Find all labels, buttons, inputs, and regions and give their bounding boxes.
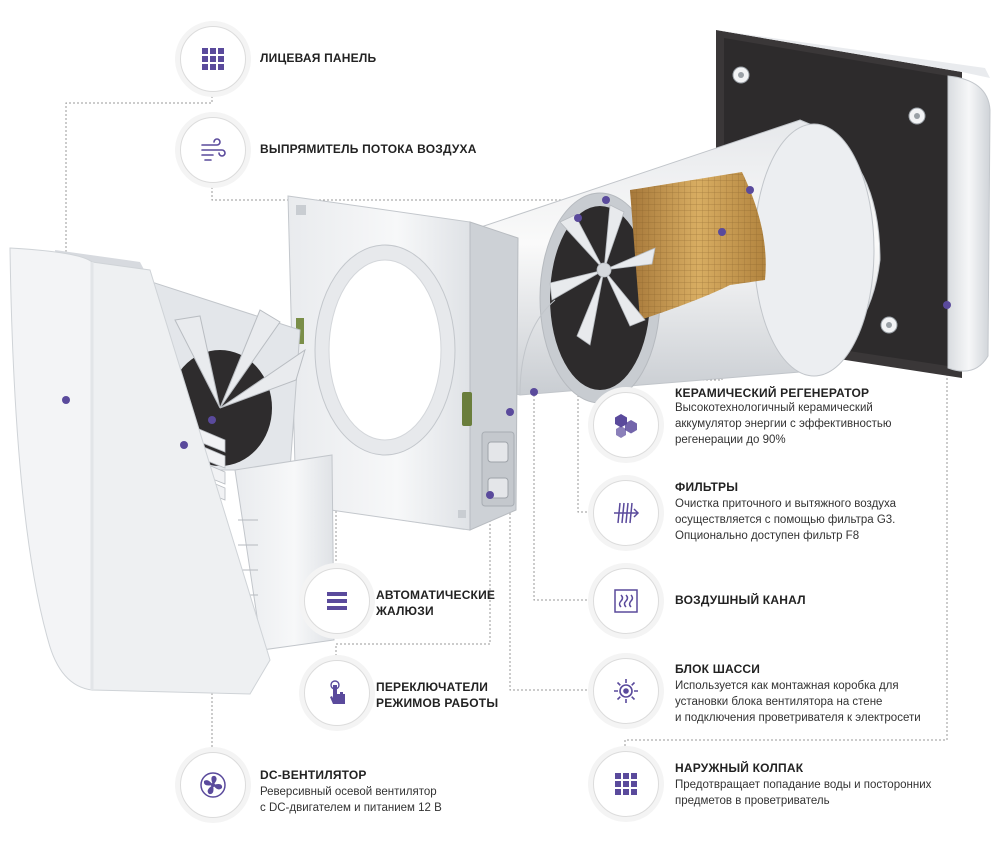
callout-title-line2: ЖАЛЮЗИ	[376, 604, 434, 618]
badge-auto-shutters	[304, 568, 370, 634]
leader-filters	[577, 203, 595, 513]
marker-auto-shutters	[180, 441, 188, 449]
badge-ceramic-regenerator	[593, 392, 659, 458]
callout-desc-line: предметов в проветриватель	[675, 795, 830, 807]
badge-chassis	[593, 658, 659, 724]
badge-mode-switches	[304, 660, 370, 726]
callout-desc-line: и подключения проветривателя к электросе…	[675, 712, 921, 724]
badge-flow-straightener	[180, 117, 246, 183]
fan-icon	[200, 772, 226, 798]
badge-filters	[593, 480, 659, 546]
inner-fan-blades	[549, 204, 656, 346]
callout-desc-line: Реверсивный осевой вентилятор	[260, 786, 437, 798]
marker-face-panel	[62, 396, 70, 404]
filter-icon	[614, 502, 640, 524]
badge-dc-fan	[180, 752, 246, 818]
callout-desc-line: Опционально доступен фильтр F8	[675, 530, 860, 542]
grid-icon	[615, 773, 637, 795]
callout-title: БЛОК ШАССИ	[675, 662, 761, 676]
callout-title: ВОЗДУШНЫЙ КАНАЛ	[675, 593, 806, 607]
callout-title-line2: РЕЖИМОВ РАБОТЫ	[376, 696, 499, 710]
leader-outer-hood	[624, 305, 948, 750]
leader-flow-straightener	[211, 183, 606, 201]
callout-title: ВЫПРЯМИТЕЛЬ ПОТОКА ВОЗДУХА	[260, 142, 477, 156]
badge-face-panel	[180, 26, 246, 92]
marker-flow-straightener	[602, 196, 610, 204]
callout-desc-line: осуществляется с помощью фильтра G3.	[675, 514, 896, 526]
callout-desc-line: Высокотехнологичный керамический	[675, 402, 873, 414]
marker-mode-switches	[486, 491, 494, 499]
marker-air-duct	[530, 388, 538, 396]
leader-chassis	[509, 412, 595, 691]
marker-filters	[574, 214, 582, 222]
callout-title: АВТОМАТИЧЕСКИЕ	[376, 588, 496, 602]
callout-desc-line: Очистка приточного и вытяжного воздуха	[675, 498, 897, 510]
callout-desc-line: установки блока вентилятора на стене	[675, 696, 883, 708]
leader-mode-switches	[335, 495, 491, 660]
callout-desc-line: с DC-двигателем и питанием 12 В	[260, 802, 442, 814]
shutters-icon	[327, 592, 347, 610]
callout-title: ЛИЦЕВАЯ ПАНЕЛЬ	[260, 51, 377, 65]
air-duct-tube	[469, 119, 881, 404]
marker-flow-inner	[746, 186, 754, 194]
callout-title: НАРУЖНЫЙ КОЛПАК	[675, 761, 804, 775]
callout-desc-line: Предотвращает попадание воды и посторонн…	[675, 779, 932, 791]
face-panel	[9, 247, 271, 695]
callout-title: КЕРАМИЧЕСКИЙ РЕГЕНЕРАТОР	[675, 386, 870, 400]
callout-desc-line: регенерации до 90%	[675, 434, 786, 446]
marker-chassis	[506, 408, 514, 416]
grid-icon	[202, 48, 224, 70]
switch-housing	[481, 431, 515, 507]
callout-title: DC-ВЕНТИЛЯТОР	[260, 768, 367, 782]
callout-desc-line: аккумулятор энергии с эффективностью	[675, 418, 892, 430]
airflow-icon	[201, 138, 226, 161]
gear-icon	[614, 679, 638, 703]
badge-air-duct	[593, 568, 659, 634]
touch-hand-icon	[330, 680, 345, 704]
leader-air-duct	[533, 392, 595, 601]
heat-waves-icon	[614, 589, 638, 613]
hexagons-icon	[615, 414, 637, 438]
badge-outer-hood	[593, 751, 659, 817]
callout-desc-line: Используется как монтажная коробка для	[675, 680, 899, 692]
leader-face-panel	[65, 92, 213, 400]
chassis-block	[287, 195, 519, 531]
marker-ceramic-regenerator	[718, 228, 726, 236]
callout-title: ПЕРЕКЛЮЧАТЕЛИ	[376, 680, 489, 694]
marker-dc-fan	[208, 416, 216, 424]
marker-outer-hood	[943, 301, 951, 309]
marker-dots	[62, 186, 951, 499]
callout-title: ФИЛЬТРЫ	[675, 480, 739, 494]
